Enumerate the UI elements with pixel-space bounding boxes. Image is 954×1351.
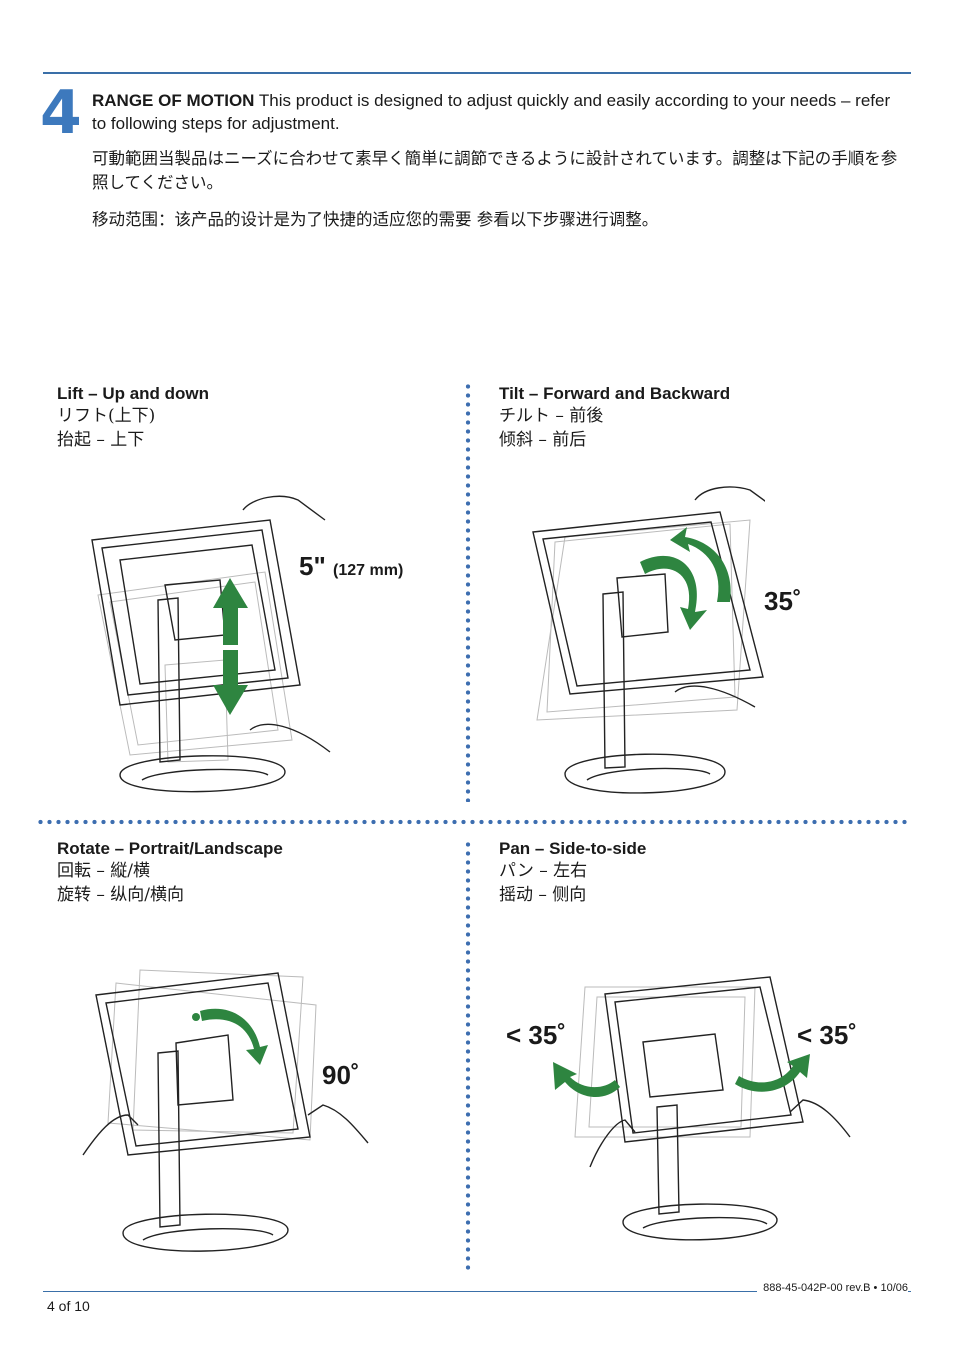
- bottom-rule: [43, 1291, 911, 1292]
- chinese-intro: 移动范围：该产品的设计是为了快捷的适应您的需要 参看以下步骤进行调整。: [92, 210, 659, 229]
- tilt-cn: 倾斜 – 前后: [499, 430, 587, 450]
- lift-illustration: [91, 495, 331, 793]
- tilt-jp: チルト – 前後: [499, 406, 604, 426]
- rotate-cn: 旋转 – 纵向/横向: [57, 885, 185, 905]
- tilt-illustration: [532, 486, 765, 794]
- pan-title: Pan – Side-to-side: [499, 839, 647, 858]
- vertical-divider-top: [465, 382, 471, 802]
- lift-title: Lift – Up and down: [57, 384, 210, 403]
- top-rule: [43, 72, 911, 74]
- rotate-measure: 90˚: [322, 1060, 360, 1090]
- pan-measure-right: < 35˚: [797, 1020, 857, 1050]
- document-number: 888-45-042P-00 rev.B • 10/06: [757, 1282, 908, 1294]
- page-number: 4 of 10: [47, 1298, 90, 1314]
- pan-illustration: [553, 976, 851, 1241]
- step-number: 4: [40, 78, 82, 148]
- tilt-title: Tilt – Forward and Backward: [499, 384, 731, 403]
- japanese-intro: 可動範囲当製品はニーズに合わせて素早く簡単に調節できるように設計されています。調…: [92, 149, 898, 192]
- rotate-title: Rotate – Portrait/Landscape: [57, 839, 283, 858]
- pan-jp: パン – 左右: [499, 861, 588, 881]
- lift-measure: 5" (127 mm): [299, 551, 403, 582]
- rotate-arrow-icon: [200, 1008, 268, 1065]
- intro-paragraph: RANGE OF MOTION This product is designed…: [92, 89, 902, 135]
- horizontal-divider: [36, 818, 910, 826]
- rotate-dot-icon: [192, 1013, 200, 1021]
- intro-text: This product is designed to adjust quick…: [92, 91, 891, 133]
- rotate-jp: 回転 – 縦/横: [57, 861, 151, 881]
- rotate-illustration: [82, 969, 369, 1252]
- pan-cn: 摇动 – 侧向: [499, 885, 587, 905]
- lift-jp: リフト(上下): [57, 406, 156, 426]
- vertical-divider-bottom: [465, 840, 471, 1272]
- pan-left-arrow-icon: [553, 1062, 620, 1098]
- lift-cn: 抬起 – 上下: [57, 430, 145, 450]
- lift-measure-main: 5": [299, 551, 326, 581]
- lift-arrows-icon: [213, 578, 248, 715]
- tilt-arrows-icon: [640, 527, 731, 630]
- pan-measure-left: < 35˚: [506, 1020, 566, 1050]
- pan-right-arrow-icon: [735, 1054, 810, 1092]
- tilt-measure: 35˚: [764, 586, 802, 616]
- lift-measure-sub: (127 mm): [333, 562, 404, 579]
- intro-heading: RANGE OF MOTION: [92, 91, 255, 110]
